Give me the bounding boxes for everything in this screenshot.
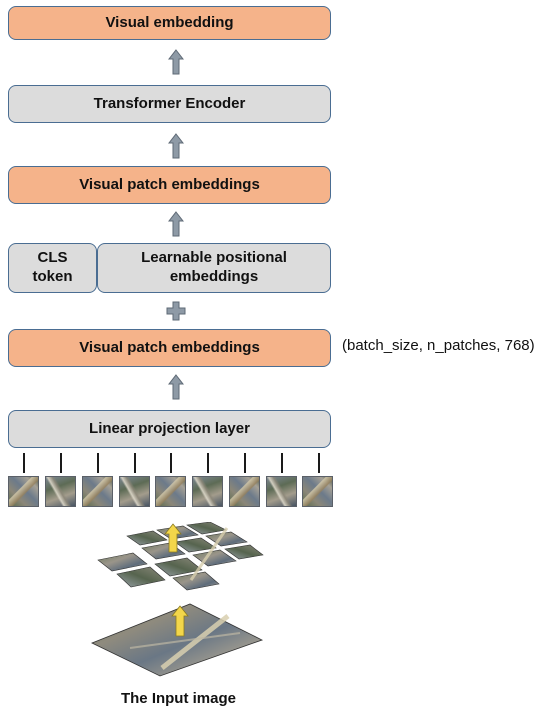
connector-tick <box>244 453 246 473</box>
positional-embeddings-box: Learnable positional embeddings <box>97 243 331 293</box>
visual-embedding-box: Visual embedding <box>8 6 331 40</box>
image-patch <box>119 476 150 507</box>
cls-token-label-line2: token <box>32 268 73 285</box>
connector-tick <box>23 453 25 473</box>
connector-tick <box>170 453 172 473</box>
cls-token-label-line1: CLS <box>37 249 68 267</box>
connector-tick <box>207 453 209 473</box>
up-arrow-icon <box>168 374 184 400</box>
cls-token-box: CLS token <box>8 243 97 293</box>
connector-tick <box>318 453 320 473</box>
connector-tick <box>97 453 99 473</box>
input-image-illustration <box>91 603 264 677</box>
connector-tick <box>60 453 62 473</box>
visual-patch-embeddings-top-box: Visual patch embeddings <box>8 166 331 204</box>
linear-projection-label: Linear projection layer <box>89 419 250 437</box>
visual-patch-embeddings-bottom-box: Visual patch embeddings <box>8 329 331 367</box>
connector-tick <box>281 453 283 473</box>
shape-annotation: (batch_size, n_patches, 768) <box>342 337 535 354</box>
linear-projection-box: Linear projection layer <box>8 410 331 448</box>
image-patch <box>82 476 113 507</box>
image-patch <box>155 476 186 507</box>
up-arrow-icon <box>168 49 184 75</box>
image-patch <box>192 476 223 507</box>
up-arrow-icon <box>168 211 184 237</box>
image-patch <box>266 476 297 507</box>
up-arrow-icon <box>168 133 184 159</box>
plus-icon <box>166 301 186 321</box>
split-patches-illustration <box>97 522 264 591</box>
input-image-caption: The Input image <box>120 690 236 707</box>
positional-embeddings-label-line1: Learnable positional <box>141 249 287 267</box>
image-patch <box>8 476 39 507</box>
transformer-encoder-label: Transformer Encoder <box>93 94 246 112</box>
positional-embeddings-label-line2: embeddings <box>169 268 259 285</box>
image-patch <box>229 476 260 507</box>
visual-embedding-label: Visual embedding <box>105 13 234 31</box>
image-patch <box>45 476 76 507</box>
transformer-encoder-box: Transformer Encoder <box>8 85 331 123</box>
visual-patch-embeddings-top-label: Visual patch embeddings <box>79 175 260 193</box>
connector-tick <box>134 453 136 473</box>
visual-patch-embeddings-bottom-label: Visual patch embeddings <box>79 338 260 356</box>
image-patch <box>302 476 333 507</box>
